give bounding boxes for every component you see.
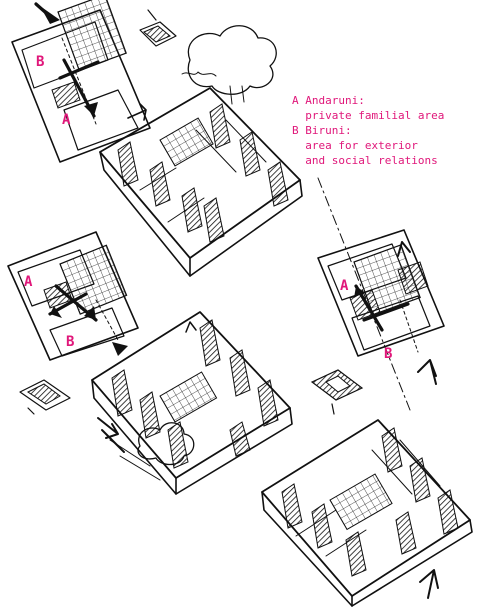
plan-diagram-1: B A — [11, 0, 151, 163]
courtyard-type-icon-2 — [19, 379, 71, 415]
plan-diagram-3: A B — [317, 229, 445, 385]
entrance-arrow-icon — [417, 359, 437, 385]
entrance-arrow-icon — [419, 569, 439, 599]
entrance-arrow-icon — [97, 417, 125, 453]
plan-3-label-a: A — [340, 278, 349, 294]
tree-sketch-1 — [181, 25, 277, 105]
plan-1-label-a: A — [62, 112, 71, 128]
legend-line-2: private familial area — [292, 109, 444, 122]
plan-2-label-b: B — [66, 334, 74, 350]
plan-1-label-b: B — [36, 54, 44, 70]
house-sketch-3 — [261, 419, 473, 607]
entrance-arrow-icon — [112, 342, 128, 356]
plan-2-label-a: A — [24, 274, 33, 290]
legend-line-1: A Andaruni: — [292, 94, 365, 107]
house-sketch-2 — [91, 311, 293, 495]
legend-line-4: area for exterior — [292, 139, 418, 152]
entrance-arrow-icon — [127, 103, 147, 121]
legend: A Andaruni: private familial area B Biru… — [292, 94, 444, 167]
courtyard-type-icon-3 — [310, 369, 364, 415]
house-sketch-1 — [99, 87, 303, 277]
plan-diagram-2: A B — [7, 231, 139, 361]
legend-line-5: and social relations — [292, 154, 438, 167]
plan-3-label-b: B — [384, 346, 392, 362]
courtyard-type-icon-1 — [139, 9, 177, 47]
legend-line-3: B Biruni: — [292, 124, 352, 137]
